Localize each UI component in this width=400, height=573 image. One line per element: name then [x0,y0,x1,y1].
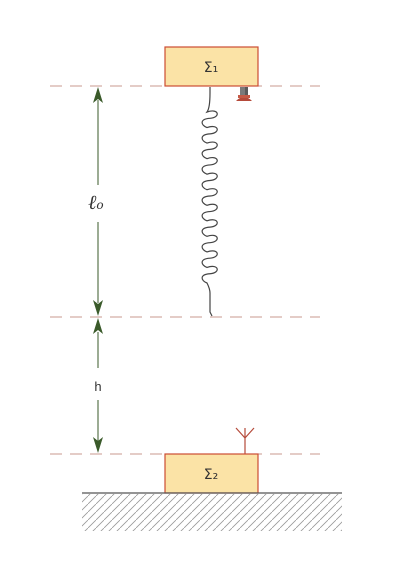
gap-arrow [93,318,103,453]
gap-label: h [94,379,101,394]
suction-cup-icon [236,87,252,101]
body1-label: Σ₁ [204,60,218,76]
body2-box [164,453,259,494]
spring [201,87,218,317]
antenna-icon [235,427,255,454]
body2-label: Σ₂ [204,467,218,483]
body1-box [164,46,259,87]
natural-length-label: ℓo [88,190,104,214]
ground-hatch [82,494,342,531]
natural-length-arrow [93,87,103,316]
